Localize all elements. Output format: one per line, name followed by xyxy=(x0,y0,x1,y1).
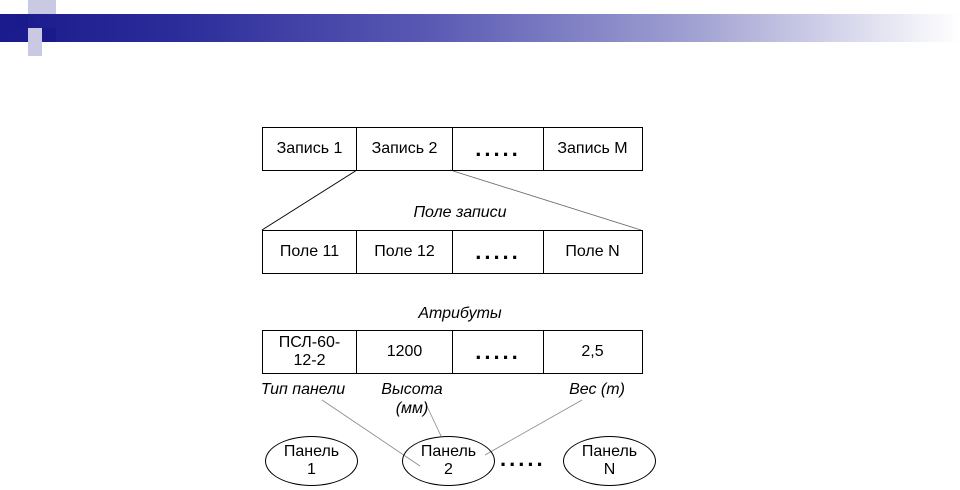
label-panel-type: Тип панели xyxy=(260,381,346,398)
panel-number: N xyxy=(603,461,616,478)
fields-row: Поле 11 Поле 12 ..... Поле N xyxy=(262,230,643,274)
label-height-line2: (мм) xyxy=(395,400,429,417)
attribute-cell: 1200 xyxy=(357,331,453,373)
panels-ellipsis: ..... xyxy=(500,446,546,471)
header-square-decoration xyxy=(28,42,42,56)
connector-height-to-panel2 xyxy=(424,401,442,437)
field-cell: Поле 12 xyxy=(357,231,453,273)
record-field-caption: Поле записи xyxy=(413,204,507,221)
record-cell: Запись M xyxy=(557,140,628,157)
panel-name: Панель xyxy=(283,443,340,460)
attribute-ellipsis: ..... xyxy=(453,331,544,373)
header-square-decoration xyxy=(42,0,56,14)
header-square-decoration xyxy=(28,28,42,42)
header-square-decoration xyxy=(14,14,28,28)
field-ellipsis: ..... xyxy=(453,231,544,273)
panel-ellipse: Панель 1 xyxy=(265,436,358,486)
attributes-caption: Атрибуты xyxy=(418,305,502,322)
panel-ellipse: Панель 2 xyxy=(402,436,495,486)
attribute-cell: ПСЛ-60-12-2 xyxy=(263,331,357,373)
field-cell: Поле N xyxy=(565,243,620,260)
label-height-line1: Высота xyxy=(381,381,443,398)
panel-name: Панель xyxy=(420,443,477,460)
attribute-cell: 2,5 xyxy=(581,343,604,360)
panel-number: 2 xyxy=(444,461,453,478)
header-square-decoration xyxy=(42,28,56,42)
field-cell: Поле 11 xyxy=(263,231,357,273)
label-weight: Вес (т) xyxy=(569,381,625,398)
panel-name: Панель xyxy=(581,443,638,460)
label-height: Высота (мм) xyxy=(362,380,462,418)
header-square-decoration xyxy=(28,0,42,14)
attributes-row: ПСЛ-60-12-2 1200 ..... 2,5 xyxy=(262,330,643,374)
connector-record2-right xyxy=(449,169,642,231)
panel-number: 1 xyxy=(307,461,316,478)
panel-ellipse: Панель N xyxy=(563,436,656,486)
header-gradient-bar xyxy=(0,14,960,42)
attribute-panel-type-value: ПСЛ-60-12-2 xyxy=(278,334,341,369)
connector-record2-left xyxy=(261,169,358,231)
records-row: Запись 1 Запись 2 ..... Запись M xyxy=(262,127,643,171)
record-cell: Запись 1 xyxy=(263,128,357,170)
connector-weight-to-panel2 xyxy=(484,399,583,456)
record-ellipsis: ..... xyxy=(453,128,544,170)
record-cell: Запись 2 xyxy=(357,128,453,170)
